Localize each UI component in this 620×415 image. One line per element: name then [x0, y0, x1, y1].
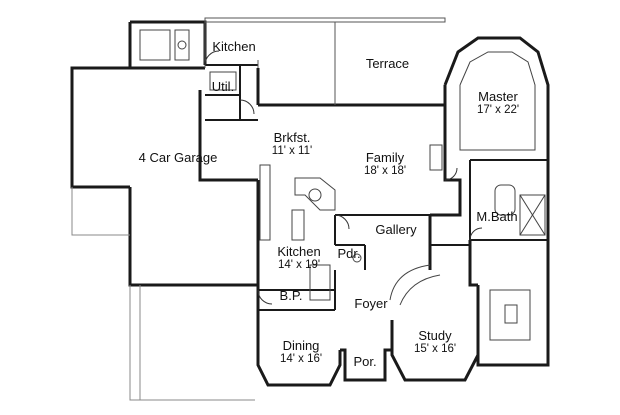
room-brkfst: Brkfst. 11' x 11' [262, 131, 322, 157]
room-mbath: M.Bath [472, 210, 522, 224]
room-dimensions: 11' x 11' [271, 144, 313, 157]
room-dining: Dining 14' x 16' [270, 339, 332, 365]
room-name: Dining [282, 338, 320, 353]
room-pdr: Pdr. [334, 247, 364, 261]
room-name: Por. [353, 354, 377, 369]
exterior-walls [70, 20, 550, 387]
doors [204, 50, 483, 305]
room-name: 4 Car Garage [138, 150, 218, 165]
interior-walls [205, 64, 548, 311]
room-name: Foyer [354, 296, 388, 311]
room-dimensions: 18' x 18' [363, 164, 407, 177]
room-gallery: Gallery [370, 223, 422, 237]
room-garage: 4 Car Garage [128, 151, 228, 165]
room-master: Master 17' x 22' [468, 90, 528, 116]
room-dimensions: 17' x 22' [476, 103, 520, 116]
fixtures [139, 29, 546, 341]
room-family: Family 18' x 18' [355, 151, 415, 177]
room-name: Util. [211, 79, 235, 94]
room-name: Terrace [365, 56, 410, 71]
room-kitchen-top: Kitchen [207, 40, 261, 54]
room-name: Brkfst. [273, 130, 311, 145]
room-kitchen: Kitchen 14' x 19' [268, 245, 330, 271]
room-bp: B.P. [274, 289, 308, 303]
room-name: Study [418, 328, 452, 343]
room-name: M.Bath [476, 209, 518, 224]
garage-apron [71, 187, 255, 401]
room-name: Gallery [375, 222, 417, 237]
room-dimensions: 15' x 16' [413, 342, 457, 355]
room-util: Util. [206, 80, 240, 94]
windows [71, 37, 549, 386]
room-dimensions: 14' x 16' [279, 352, 323, 365]
terrace-outline [204, 17, 446, 105]
room-name: Master [478, 89, 518, 104]
room-name: Kitchen [277, 244, 321, 259]
room-name: Family [365, 150, 405, 165]
room-name: Pdr. [337, 246, 361, 261]
room-name: B.P. [279, 288, 303, 303]
room-terrace: Terrace [355, 57, 420, 71]
room-study: Study 15' x 16' [404, 329, 466, 355]
room-dimensions: 14' x 19' [277, 258, 321, 271]
room-name: Kitchen [212, 39, 256, 54]
room-por: Por. [348, 355, 382, 369]
room-foyer: Foyer [348, 297, 394, 311]
